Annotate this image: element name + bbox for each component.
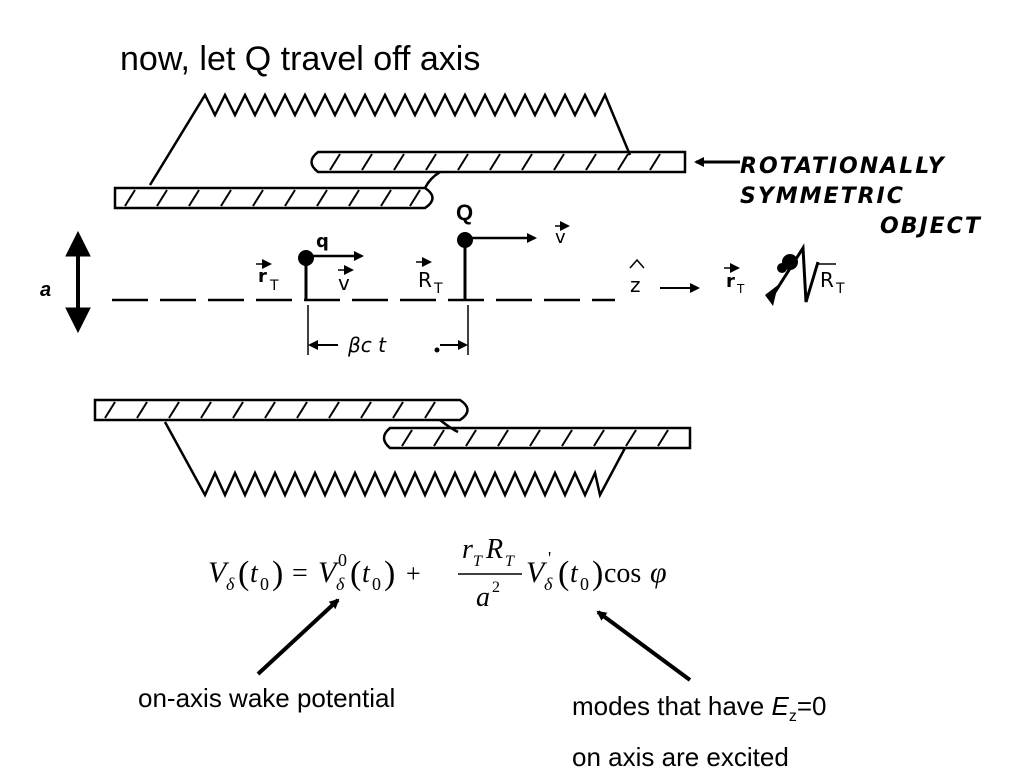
q-label: q [316, 231, 329, 252]
svg-text:2: 2 [492, 579, 500, 596]
svg-text:r: r [462, 534, 473, 565]
R-T-label: R T [416, 257, 443, 297]
v-label-Q: v [555, 221, 570, 248]
rotation-sketch: r T R T [724, 243, 845, 306]
lower-tube-right [382, 426, 692, 450]
drive-particle-Q [457, 232, 537, 300]
upper-tube-right [310, 150, 687, 174]
object-note: ROTATIONALLY SYMMETRIC OBJECT [740, 152, 982, 242]
lower-bellows [163, 421, 627, 499]
svg-text:z: z [630, 273, 641, 297]
svg-text:0: 0 [372, 574, 381, 594]
svg-text:): ) [384, 555, 395, 592]
right-caption: modes that have Ez=0 on axis are excited [572, 686, 826, 777]
Q-label: Q [456, 200, 473, 225]
svg-text:0: 0 [338, 550, 347, 570]
lower-tube-left [93, 398, 469, 434]
svg-text:(: ( [238, 555, 249, 592]
svg-text:): ) [592, 555, 603, 592]
right-caption-arrow [596, 610, 692, 682]
svg-text:δ: δ [544, 574, 553, 594]
svg-text:R: R [485, 534, 503, 565]
svg-text:T: T [835, 281, 845, 297]
svg-text:T: T [433, 281, 443, 297]
slide-title: now, let Q travel off axis [120, 40, 481, 78]
svg-text:r: r [726, 271, 735, 292]
svg-text:T: T [269, 278, 279, 294]
wake-formula: V δ ( t 0 ) = V 0 δ ( t 0 ) + r T R T a … [208, 534, 667, 610]
svg-text:t: t [362, 558, 371, 589]
svg-text:0: 0 [260, 574, 269, 594]
v-label-q: v [338, 265, 354, 295]
svg-text:R: R [418, 268, 432, 292]
svg-text:δ: δ [226, 574, 235, 594]
upper-tube-left [113, 170, 441, 210]
aperture-arrow [65, 230, 91, 334]
right-caption-line-1: modes that have Ez=0 [572, 691, 827, 726]
svg-text:=: = [292, 558, 308, 589]
svg-text:t: t [250, 558, 259, 589]
svg-text:βc t: βc t [347, 333, 387, 357]
upper-bellows [148, 91, 632, 186]
svg-text:R: R [820, 268, 834, 292]
svg-text:V: V [318, 556, 340, 589]
svg-text:t: t [570, 558, 579, 589]
svg-text:0: 0 [580, 574, 589, 594]
svg-text:δ: δ [336, 574, 345, 594]
svg-text:(: ( [558, 555, 569, 592]
left-caption: on-axis wake potential [138, 683, 396, 713]
object-note-line-2: SYMMETRIC [740, 184, 905, 209]
object-note-line-3: OBJECT [880, 214, 982, 239]
svg-text:): ) [272, 555, 283, 592]
left-caption-arrow [256, 598, 340, 676]
svg-text:v: v [338, 271, 350, 295]
svg-text:(: ( [350, 555, 361, 592]
svg-text:a: a [476, 582, 490, 610]
svg-text:T: T [473, 553, 483, 570]
svg-text:T: T [505, 553, 515, 570]
svg-text:r: r [258, 266, 267, 287]
object-note-line-1: ROTATIONALLY [740, 154, 946, 179]
witness-particle-q [298, 250, 364, 300]
svg-text:V: V [208, 556, 230, 589]
z-hat-label: z [629, 258, 700, 297]
separation-dimension: βc t [307, 305, 469, 357]
svg-text:cos: cos [604, 558, 641, 589]
right-caption-line-2: on axis are excited [572, 742, 789, 773]
svg-text:': ' [548, 548, 551, 568]
svg-text:T: T [736, 282, 745, 296]
aperture-label: a [40, 279, 51, 301]
svg-text:+: + [406, 559, 421, 588]
svg-text:φ: φ [650, 556, 667, 589]
svg-text:v: v [555, 227, 566, 248]
r-T-label: r T [256, 259, 279, 294]
svg-text:V: V [526, 556, 548, 589]
